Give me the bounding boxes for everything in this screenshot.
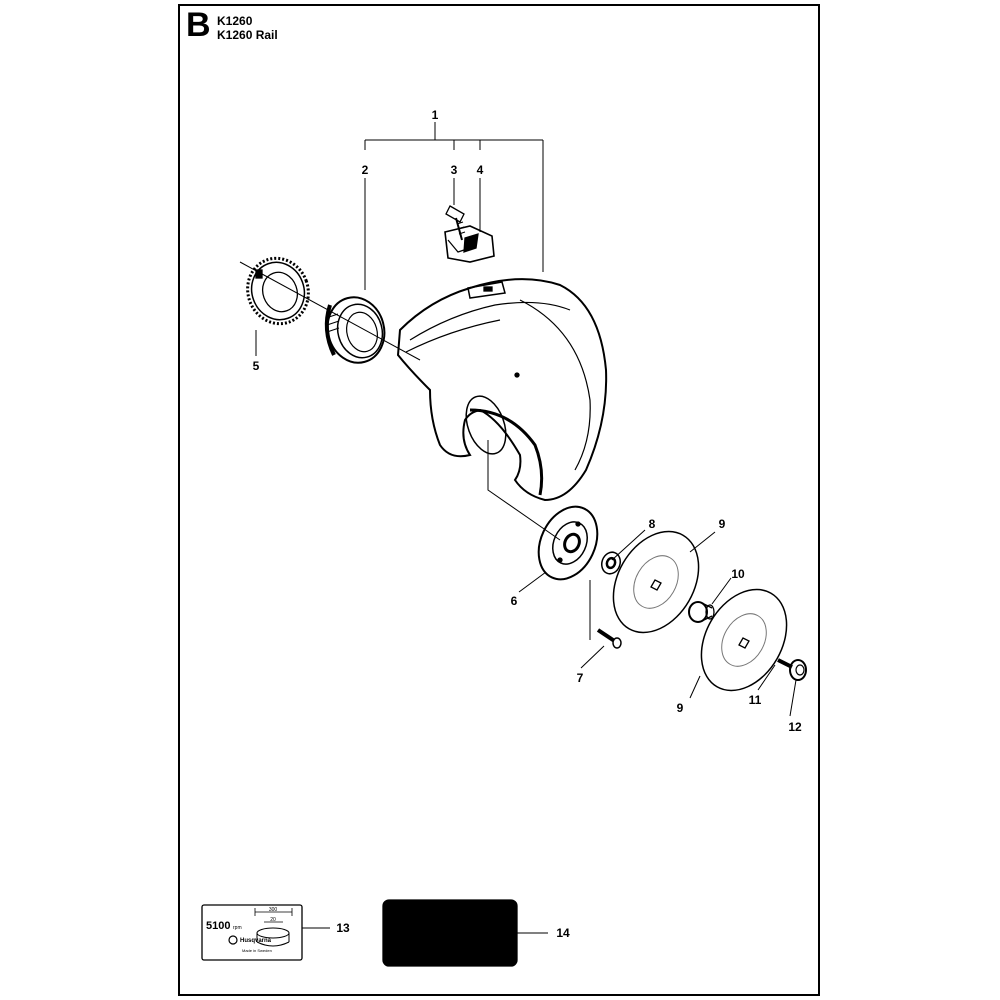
decal-rpm-unit: rpm — [233, 925, 242, 931]
callout-7: 7 — [577, 671, 584, 685]
decal-text: 5100 rpm Husqvarna Made in Sweden 300 20 — [206, 907, 277, 953]
part-7-bolt — [596, 628, 622, 649]
decal-rpm-value: 5100 — [206, 920, 230, 932]
decal-origin: Made in Sweden — [242, 948, 272, 953]
callout-5: 5 — [253, 359, 260, 373]
model-name-1: K1260 — [217, 14, 253, 28]
leader-lines — [239, 122, 797, 934]
part-14-plate — [382, 899, 518, 967]
callout-13: 13 — [336, 921, 350, 935]
callout-2: 2 — [362, 163, 369, 177]
part-6-flange — [537, 505, 599, 581]
part-10-bushing — [688, 601, 715, 623]
callout-11: 11 — [749, 693, 762, 707]
part-8-washer — [600, 551, 622, 575]
part-5-ring — [246, 256, 310, 326]
decal-dim-inner: 20 — [270, 917, 276, 923]
part-2-bearing — [324, 296, 386, 364]
callout-8: 8 — [649, 517, 656, 531]
callout-9-upper: 9 — [719, 517, 726, 531]
callout-3: 3 — [451, 163, 458, 177]
callout-4: 4 — [477, 163, 484, 177]
part-12-nut — [789, 659, 807, 681]
callout-numbers: 1 2 3 4 5 6 7 8 9 10 9 11 12 13 14 — [253, 108, 802, 940]
callout-9-lower: 9 — [677, 701, 684, 715]
part-1-blade-guard — [396, 278, 608, 502]
callout-14: 14 — [556, 926, 570, 940]
page-frame — [178, 4, 820, 996]
callout-6: 6 — [511, 594, 518, 608]
decal-dim-outer: 300 — [269, 907, 278, 913]
decal-brand: Husqvarna — [240, 938, 272, 944]
part-3-screw — [445, 205, 466, 241]
part-9-disc-lower — [700, 588, 788, 692]
model-name-2: K1260 Rail — [217, 28, 278, 42]
part-9-disc-upper — [612, 530, 700, 634]
part-13-decal — [201, 904, 303, 961]
part-4-clip — [444, 225, 495, 263]
callout-1: 1 — [432, 108, 439, 122]
section-letter: B — [186, 6, 211, 44]
callout-12: 12 — [788, 720, 802, 734]
callout-10: 10 — [731, 567, 745, 581]
